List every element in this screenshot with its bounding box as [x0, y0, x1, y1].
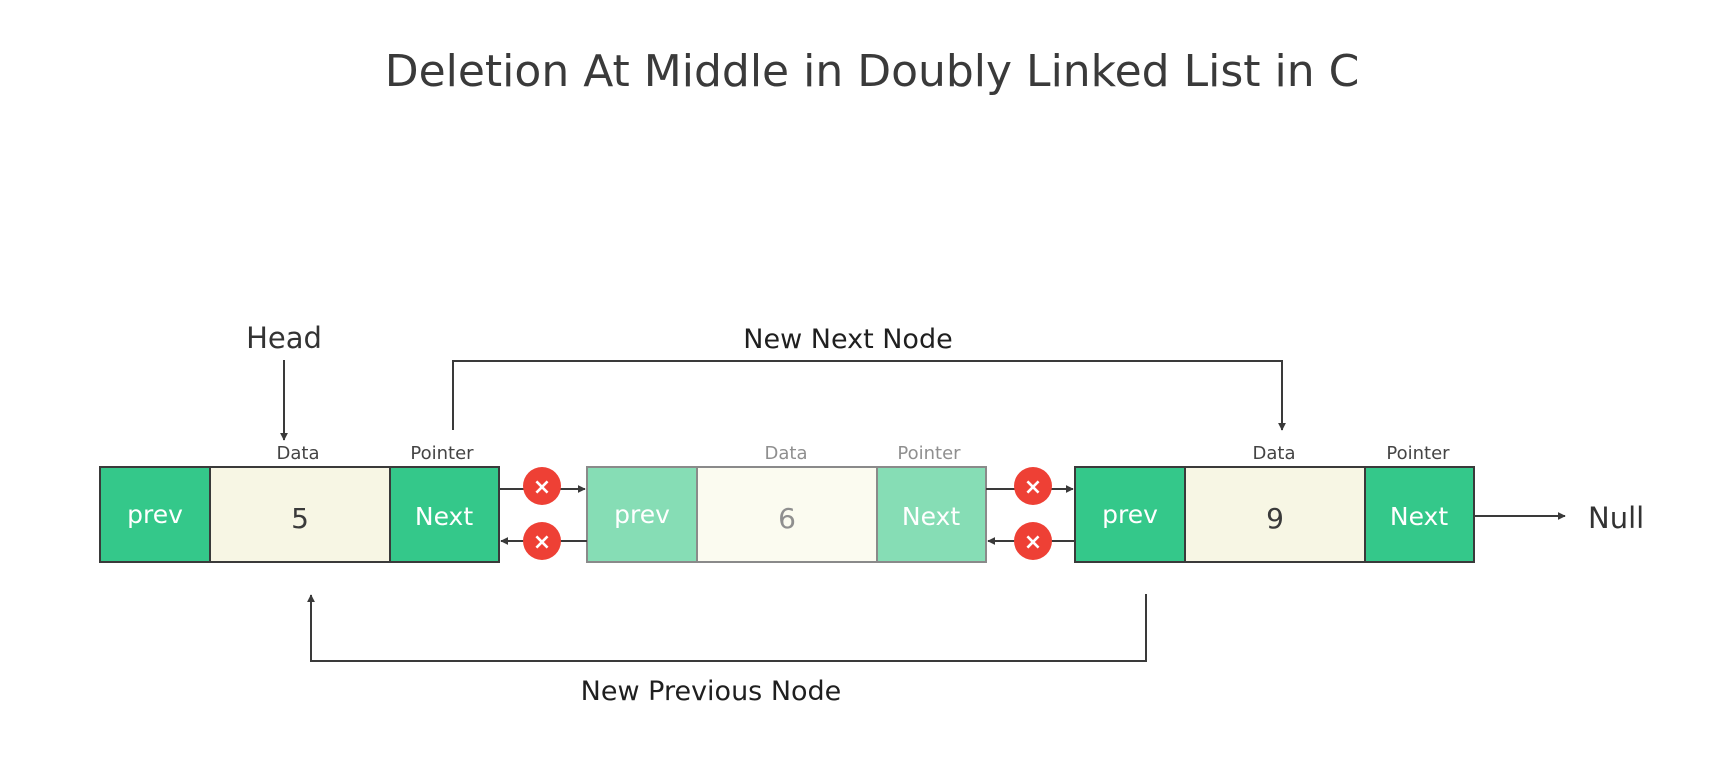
new-previous-node-connector — [307, 594, 1147, 662]
new-next-node-connector — [452, 360, 1286, 431]
svg-text:×: × — [1024, 530, 1042, 555]
node-5-data-caption: Data — [277, 443, 320, 464]
node-9-data-caption: Data — [1253, 443, 1296, 464]
node-9-data-value: 9 — [1266, 502, 1284, 535]
node-9-next-cell — [1364, 466, 1475, 563]
cut-icon: × — [523, 467, 561, 505]
node-6-pointer-caption: Pointer — [897, 443, 961, 464]
svg-text:×: × — [533, 475, 551, 500]
cut-icon: × — [1014, 467, 1052, 505]
node-5: Data Pointer prev 5 Next — [99, 443, 500, 563]
node-5-prev-label: prev — [127, 500, 183, 529]
node-6-prev-label: prev — [614, 500, 670, 529]
cut-icon: × — [1014, 522, 1052, 560]
node-5-next-cell — [389, 466, 500, 563]
null-label: Null — [1588, 501, 1644, 535]
node-5-next-label: Next — [415, 502, 473, 531]
node-5-pointer-caption: Pointer — [410, 443, 474, 464]
new-previous-node-label: New Previous Node — [581, 676, 842, 707]
node-9: Data Pointer prev 9 Next — [1074, 443, 1475, 563]
node-6-data-caption: Data — [765, 443, 808, 464]
node-6-next-label: Next — [902, 502, 960, 531]
svg-text:×: × — [1024, 475, 1042, 500]
node-6-data-value: 6 — [778, 502, 796, 535]
new-next-node-label: New Next Node — [743, 324, 952, 355]
node-6-deleted: Data Pointer prev 6 Next — [586, 443, 987, 563]
svg-text:×: × — [533, 530, 551, 555]
node-5-data-cell — [209, 466, 391, 563]
diagram-title: Deletion At Middle in Doubly Linked List… — [385, 46, 1360, 97]
head-label: Head — [246, 321, 322, 355]
node-5-data-value: 5 — [291, 502, 309, 535]
node-6-next-cell — [876, 466, 987, 563]
node-9-pointer-caption: Pointer — [1386, 443, 1450, 464]
cut-icon: × — [523, 522, 561, 560]
node-9-prev-label: prev — [1102, 500, 1158, 529]
node-9-next-label: Next — [1390, 502, 1448, 531]
